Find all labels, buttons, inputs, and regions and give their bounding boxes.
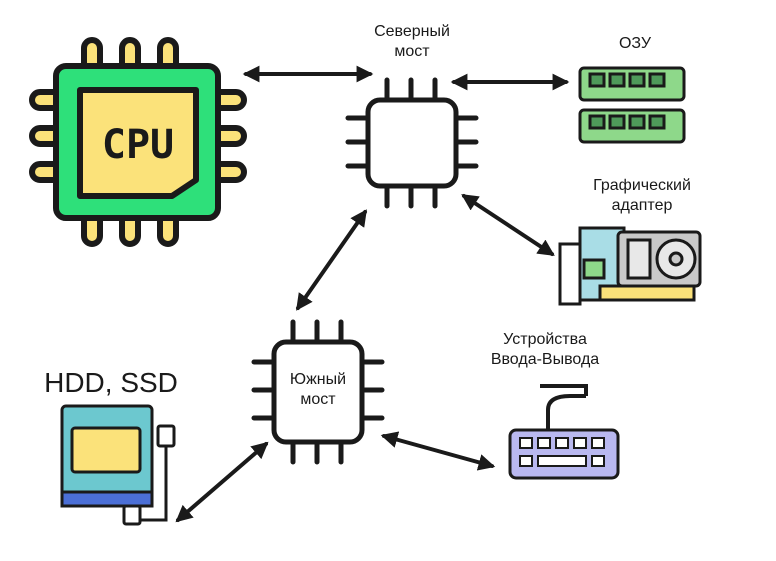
north-bridge-label-line1: Северный [374, 23, 450, 40]
io-label: Устройства Ввода-Вывода [470, 330, 620, 370]
south-bridge-label-line2: мост [300, 391, 336, 408]
ram-icon [578, 66, 686, 144]
edge-south-bridge-storage [175, 441, 269, 523]
north-bridge-label-line2: мост [394, 43, 430, 60]
io-label-line1: Устройства [503, 331, 587, 348]
edge-south-bridge-io [380, 431, 496, 471]
edge-north-bridge-gpu [461, 194, 555, 256]
gpu-label-line1: Графический [593, 177, 691, 194]
south-bridge-label-line1: Южный [289, 371, 347, 388]
edge-north-bridge-south-bridge [296, 209, 367, 311]
cpu-text: CPU [102, 122, 174, 168]
north-bridge-label: Северный мост [352, 22, 472, 62]
io-label-line2: Ввода-Вывода [490, 351, 600, 368]
cpu-icon [29, 37, 247, 247]
graphics-card-icon [558, 226, 702, 306]
keyboard-icon [508, 384, 620, 480]
ram-label-text: ОЗУ [618, 35, 652, 52]
south-bridge-chip [251, 319, 385, 465]
ram-label: ОЗУ [590, 34, 680, 54]
gpu-label: Графический адаптер [572, 176, 712, 216]
north-bridge-chip [345, 77, 479, 209]
storage-label: HDD, SSD [36, 366, 186, 400]
gpu-label-line2: адаптер [611, 197, 673, 214]
south-bridge-label: Южный мост [274, 370, 362, 410]
storage-label-text: HDD, SSD [44, 367, 178, 398]
storage-drive-icon [60, 404, 176, 526]
